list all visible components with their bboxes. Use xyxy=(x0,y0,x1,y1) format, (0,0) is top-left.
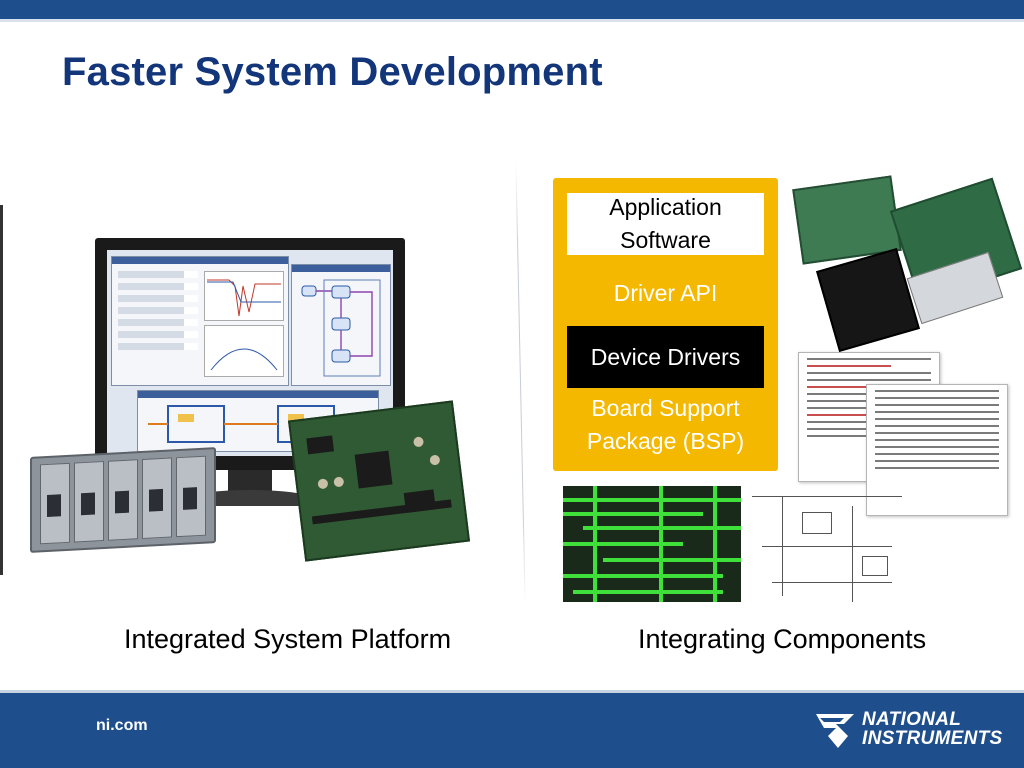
caption-integrating-components: Integrating Components xyxy=(638,624,927,654)
monitor-image xyxy=(95,238,405,470)
logo-wordmark: NATIONAL INSTRUMENTS xyxy=(862,710,1003,748)
labview-screenshot xyxy=(107,250,393,456)
stack-layer-device-drivers: Device Drivers xyxy=(567,326,764,388)
section-divider xyxy=(515,160,526,605)
monitor-base xyxy=(190,490,310,506)
driver-stack-diagram: Application Software Driver API Device D… xyxy=(553,178,778,471)
block-diagram-window xyxy=(291,264,391,386)
pcb-layout-image xyxy=(563,486,741,602)
filter-plot xyxy=(204,271,284,321)
front-panel-window xyxy=(111,256,289,386)
response-plot xyxy=(204,325,284,377)
monitor-stand xyxy=(228,470,272,492)
schematic-image xyxy=(742,486,912,614)
stack-layer-driver-api: Driver API xyxy=(567,262,764,324)
site-url: ni.com xyxy=(96,717,148,734)
stack-layer-bsp: Board Support Package (BSP) xyxy=(567,394,764,456)
national-instruments-eagle-icon xyxy=(816,714,854,748)
single-board-rio-image xyxy=(287,400,471,562)
compactrio-chassis-image xyxy=(30,447,216,553)
pcb-board-image xyxy=(816,248,920,352)
slide-title: Faster System Development xyxy=(62,50,603,94)
top-banner xyxy=(0,0,1024,22)
national-instruments-logo: NATIONAL INSTRUMENTS xyxy=(814,708,1004,754)
stack-layer-application-software: Application Software xyxy=(567,193,764,255)
left-edge-rule xyxy=(0,205,3,575)
logo-line-national: NATIONAL xyxy=(862,709,962,730)
logo-line-instruments: INSTRUMENTS xyxy=(862,728,1003,749)
footer-banner: ni.com NATIONAL INSTRUMENTS xyxy=(0,690,1024,768)
caption-integrated-system-platform: Integrated System Platform xyxy=(124,624,452,654)
source-code-image xyxy=(866,384,1008,516)
